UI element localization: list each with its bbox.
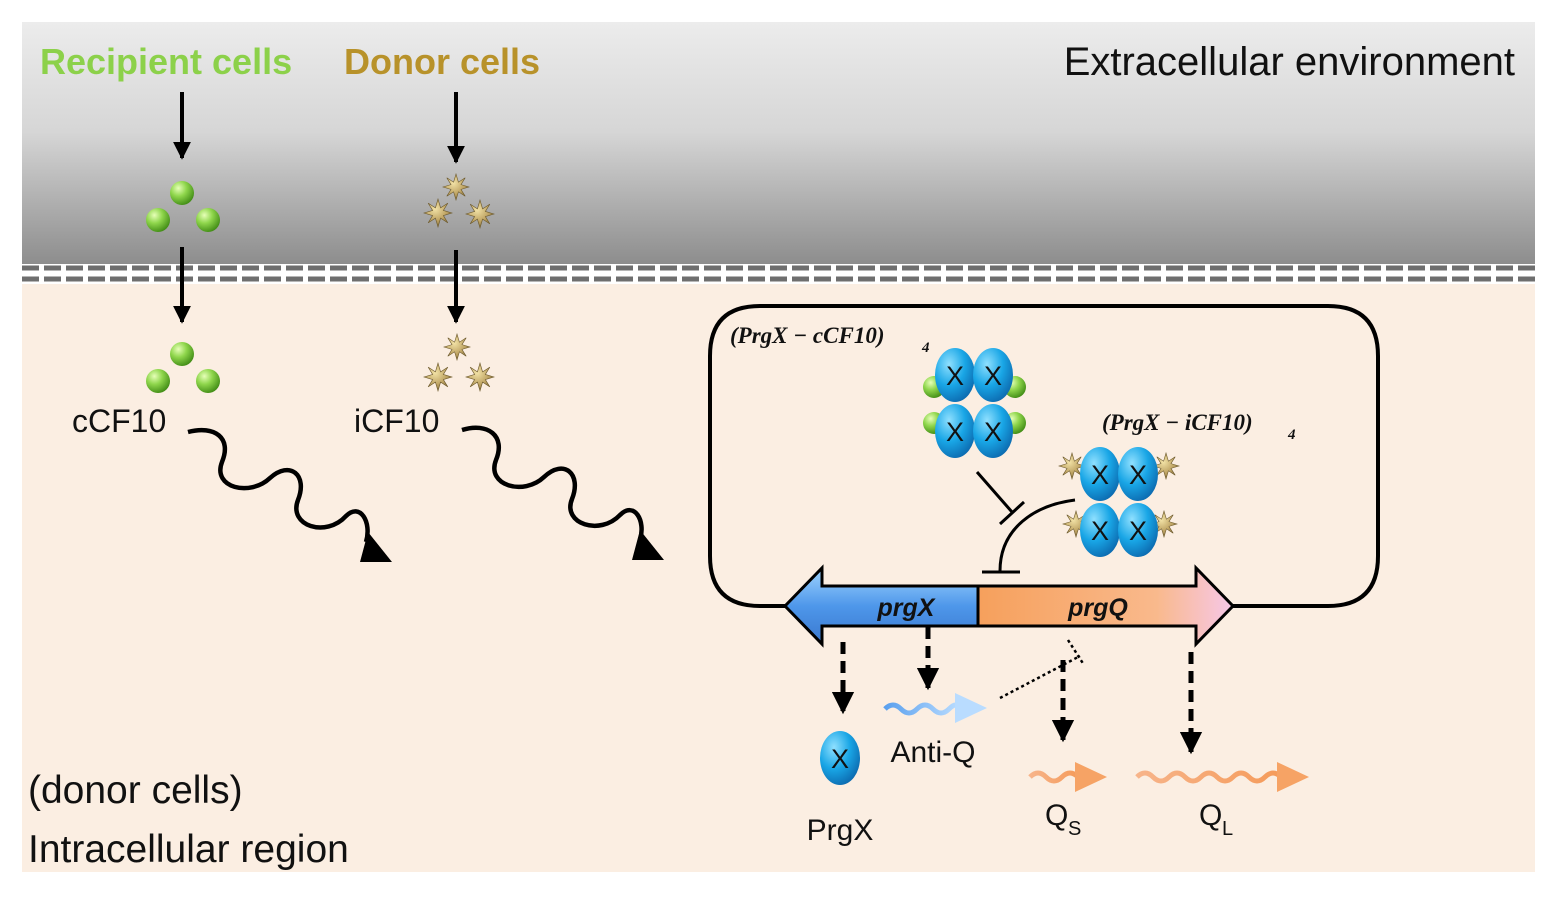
donor-cells-source-label: Donor cells — [344, 41, 540, 82]
intracellular-label: Intracellular region — [28, 828, 349, 871]
prgq-gene-label: prgQ — [1067, 594, 1128, 622]
prgx-icf10-label: (PrgX − iCF10) 4 — [1102, 410, 1296, 443]
svg-text:S: S — [1068, 818, 1081, 840]
svg-text:(PrgX − iCF10): (PrgX − iCF10) — [1102, 410, 1253, 435]
prgx-protein-label: PrgX — [807, 814, 874, 847]
prgx-protein-icon — [820, 731, 860, 785]
prgx-ccf10-label: (PrgX − cCF10) 4 — [730, 323, 930, 356]
anti-q-inhibition — [999, 639, 1086, 700]
ccf10-wavy-arrow — [187, 427, 392, 562]
svg-text:X: X — [946, 361, 964, 391]
intracellular-region — [22, 282, 1535, 872]
svg-text:Q: Q — [1045, 799, 1068, 832]
svg-text:X: X — [984, 417, 1002, 447]
icf10-wavy-arrow — [461, 425, 664, 560]
svg-text:X: X — [1091, 460, 1109, 490]
svg-text:X: X — [946, 417, 964, 447]
prgx-gene-label: prgX — [877, 594, 936, 622]
ccf10-label: cCF10 — [72, 403, 166, 439]
svg-text:(PrgX − cCF10): (PrgX − cCF10) — [730, 323, 885, 348]
svg-text:L: L — [1222, 818, 1233, 840]
prgx-protein-letter: X — [831, 744, 849, 774]
recipient-cells-label: Recipient cells — [40, 41, 292, 82]
svg-text:4: 4 — [921, 340, 930, 356]
svg-text:X: X — [984, 361, 1002, 391]
ql-label: Q L — [1199, 799, 1233, 840]
qs-label: Q S — [1045, 799, 1081, 840]
ccf10-inhibition — [975, 471, 1026, 526]
extracellular-region — [22, 22, 1535, 266]
prgx-icf10-tetramer: X X X X — [1058, 447, 1180, 557]
plasmid-outline — [708, 304, 1380, 608]
svg-text:Q: Q — [1199, 799, 1222, 832]
anti-q-rna — [883, 693, 987, 723]
prgq-gene — [976, 564, 1236, 648]
ql-rna — [1135, 762, 1309, 792]
extracellular-label: Extracellular environment — [1064, 40, 1515, 84]
icf10-inhibition — [982, 498, 1076, 574]
svg-text:X: X — [1091, 516, 1109, 546]
ccf10-cluster-outside — [146, 181, 220, 232]
icf10-label: iCF10 — [354, 403, 439, 439]
anti-q-label: Anti-Q — [890, 736, 975, 769]
svg-text:4: 4 — [1287, 427, 1296, 443]
svg-text:X: X — [1129, 460, 1147, 490]
ccf10-cluster-inside — [146, 342, 220, 393]
cell-membrane — [22, 264, 1535, 284]
svg-text:X: X — [1129, 516, 1147, 546]
qs-rna — [1028, 762, 1107, 792]
donor-cells-label: (donor cells) — [28, 769, 243, 812]
prgx-ccf10-tetramer: X X X X — [923, 348, 1026, 458]
